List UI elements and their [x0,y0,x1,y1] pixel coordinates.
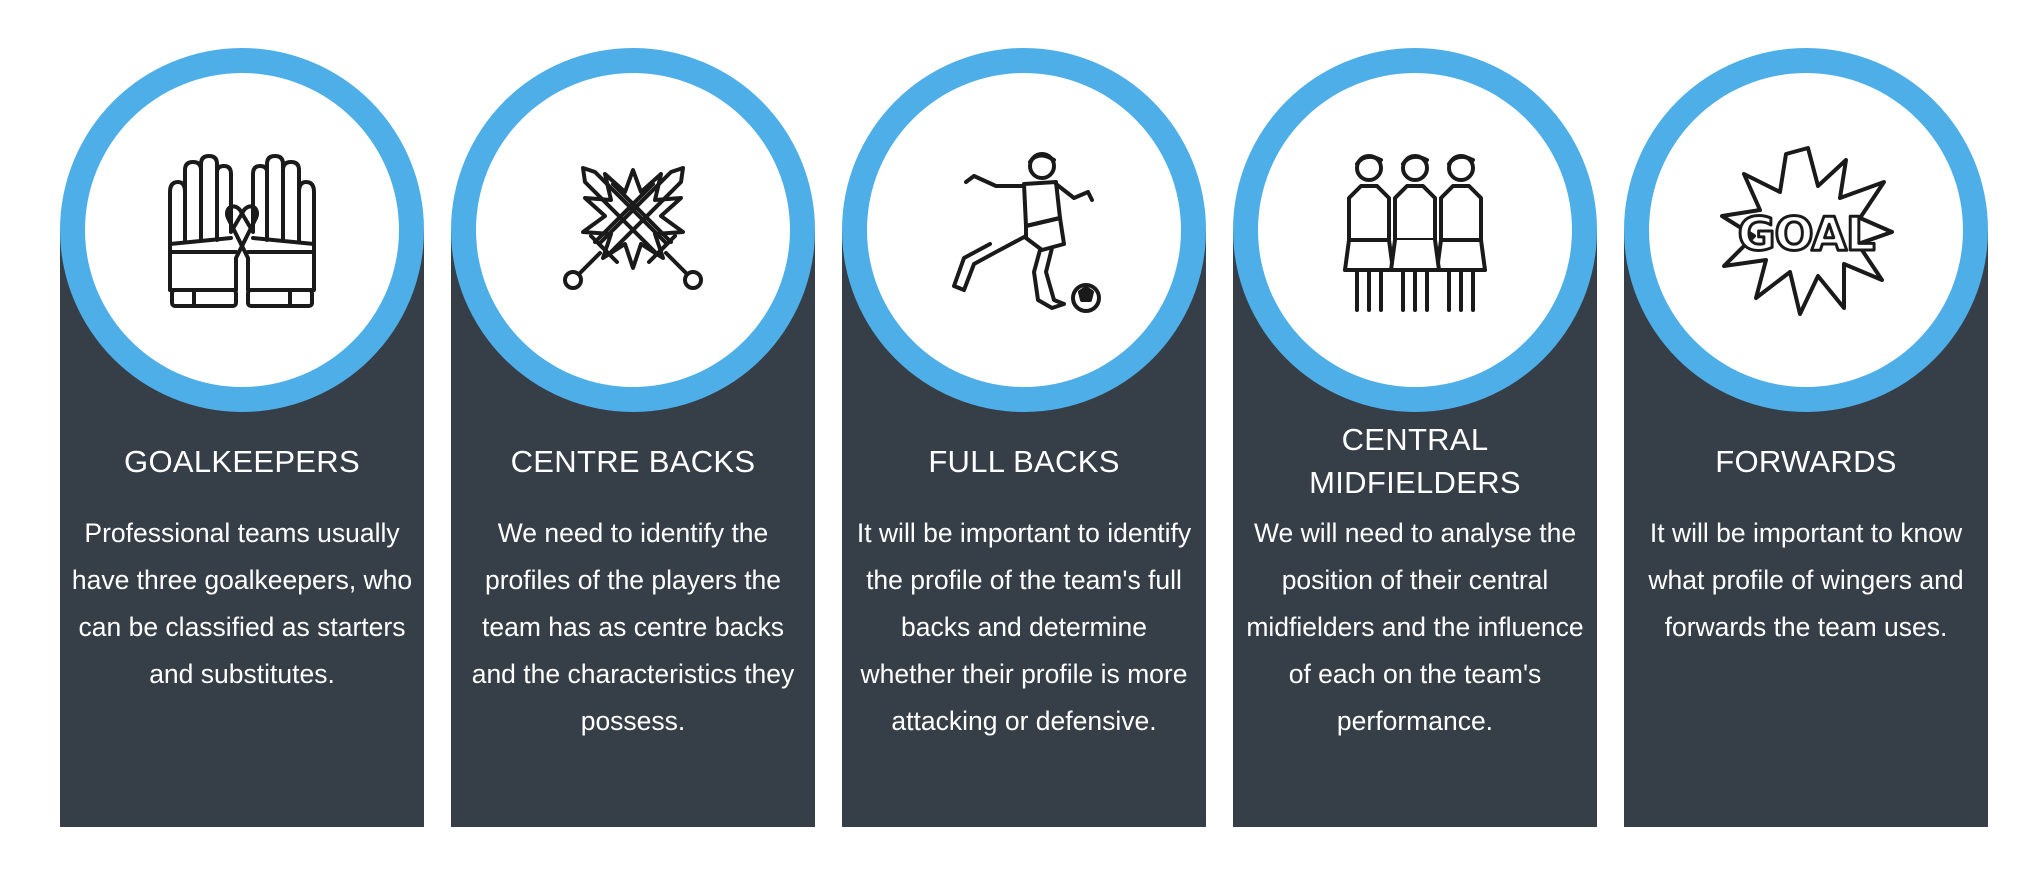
card-title: FORWARDS [1715,443,1897,479]
icon-circle [1258,73,1572,387]
card-description: Professional teams usually have three go… [71,518,413,689]
card-title-wrap: GOALKEEPERS [60,418,424,504]
goal-burst-text: GOAL [1738,207,1875,261]
card-full-backs: FULL BACKS It will be important to ident… [842,48,1206,827]
icon-circle: GOAL [1649,73,1963,387]
icon-circle [476,73,790,387]
card-central-midfielders: CENTRAL MIDFIELDERS We will need to anal… [1233,48,1597,827]
card-goalkeepers: GOALKEEPERS Professional teams usually h… [60,48,424,827]
icon-ring [60,48,424,412]
card-description: It will be important to identify the pro… [856,518,1192,736]
card-centre-backs: CENTRE BACKS We need to identify the pro… [451,48,815,827]
icon-circle [867,73,1181,387]
three-players-icon [1325,140,1505,320]
card-title: GOALKEEPERS [124,443,360,479]
card-description: It will be important to know what profil… [1648,518,1964,642]
card-title-wrap: CENTRE BACKS [451,418,815,504]
player-kicking-ball-icon [934,140,1114,320]
card-title: CENTRAL MIDFIELDERS [1309,422,1521,500]
icon-ring [451,48,815,412]
card-description: We need to identify the profiles of the … [471,518,795,736]
card-title-wrap: FULL BACKS [842,418,1206,504]
card-title-wrap: FORWARDS [1624,418,1988,504]
card-title: CENTRE BACKS [510,443,756,479]
icon-ring [1233,48,1597,412]
crossed-swords-icon [543,140,723,320]
icon-circle [85,73,399,387]
icon-ring [842,48,1206,412]
card-forwards: GOAL FORWARDS It will be important to kn… [1624,48,1988,827]
goal-burst-icon: GOAL [1716,140,1896,320]
card-title-wrap: CENTRAL MIDFIELDERS [1233,418,1597,504]
card-title: FULL BACKS [928,443,1120,479]
goalkeeper-gloves-icon [152,140,332,320]
card-description: We will need to analyse the position of … [1246,518,1584,736]
icon-ring: GOAL [1624,48,1988,412]
